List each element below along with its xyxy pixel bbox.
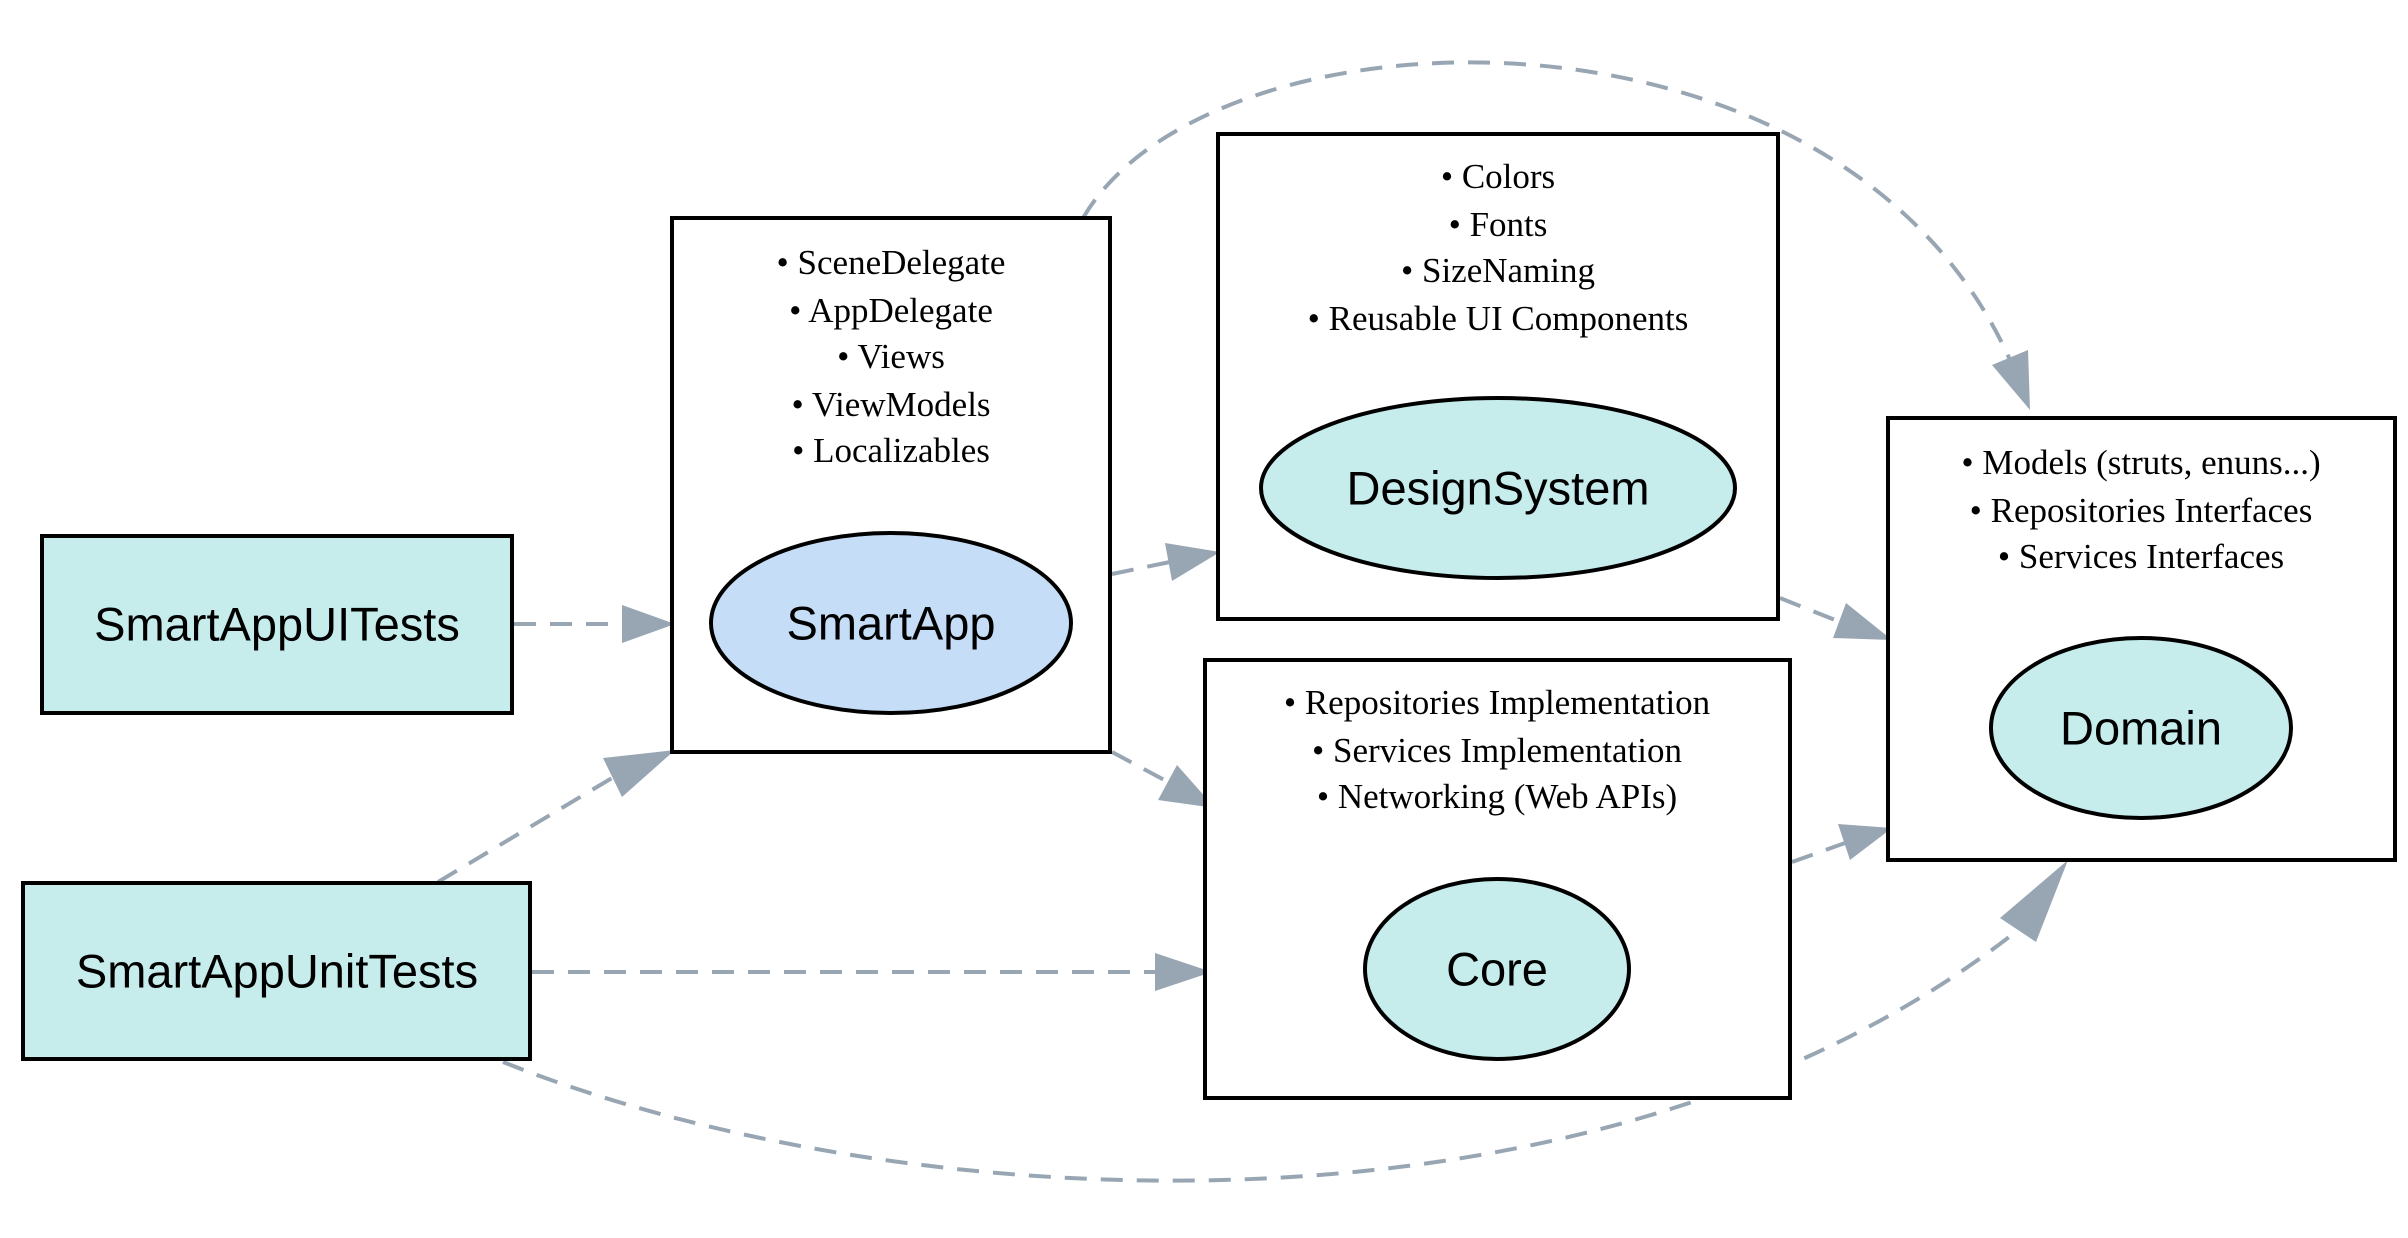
domain-bullet: • Models (struts, enuns...) bbox=[1961, 443, 2320, 482]
domain-node bbox=[1989, 636, 2293, 820]
domain-bullet: • Services Interfaces bbox=[1998, 537, 2284, 576]
module-core: • Repositories Implementation • Services… bbox=[1203, 658, 1792, 1100]
edge-unittests-to-domain bbox=[502, 928, 2020, 1183]
edges bbox=[436, 60, 2068, 1183]
ui-tests-box bbox=[40, 534, 514, 715]
edge-smartapp-to-designsystem bbox=[1111, 560, 1171, 576]
arrowhead-uitests-to-smartapp bbox=[622, 605, 675, 643]
core-bullet: • Repositories Implementation bbox=[1284, 683, 1710, 722]
unit-tests-box bbox=[21, 881, 532, 1061]
core-bullet: • Networking (Web APIs) bbox=[1317, 777, 1677, 816]
edge-designsystem-to-domain bbox=[1779, 596, 1841, 624]
node-unit-tests: SmartAppUnitTests bbox=[21, 881, 532, 1061]
arrowhead-unittests-to-domain bbox=[2000, 860, 2068, 942]
domain-bullet: • Repositories Interfaces bbox=[1970, 491, 2313, 530]
smartapp-bullet: • SceneDelegate bbox=[777, 243, 1006, 282]
arrowhead-smartapp-to-designsystem bbox=[1165, 543, 1220, 581]
core-node bbox=[1363, 877, 1631, 1061]
edge-unittests-to-smartapp bbox=[436, 776, 614, 884]
designsystem-label: DesignSystem bbox=[1347, 462, 1650, 515]
smartapp-label: SmartApp bbox=[787, 597, 996, 650]
arrowhead-unittests-to-core bbox=[1155, 953, 1212, 991]
smartapp-node bbox=[709, 531, 1073, 715]
ui-tests-label: SmartAppUITests bbox=[94, 598, 460, 651]
smartapp-bullet: • Localizables bbox=[792, 431, 990, 470]
core-label: Core bbox=[1446, 943, 1548, 996]
designsystem-bullet: • Colors bbox=[1441, 157, 1555, 196]
smartapp-bullet: • Views bbox=[837, 337, 945, 376]
arrowhead-designsystem-to-domain bbox=[1833, 603, 1892, 640]
core-bullet: • Services Implementation bbox=[1312, 731, 1682, 770]
designsystem-bullet: • SizeNaming bbox=[1401, 251, 1595, 290]
arrowhead-core-to-domain bbox=[1838, 824, 1892, 860]
arrowhead-unittests-to-smartapp bbox=[603, 750, 675, 797]
designsystem-node bbox=[1259, 396, 1737, 580]
node-ui-tests: SmartAppUITests bbox=[40, 534, 514, 715]
domain-label: Domain bbox=[2060, 702, 2222, 755]
edge-core-to-domain bbox=[1791, 841, 1846, 864]
arrowhead-smartapp-to-domain bbox=[1992, 350, 2030, 410]
designsystem-bullet: • Reusable UI Components bbox=[1308, 299, 1689, 338]
arrowhead-smartapp-to-core bbox=[1158, 765, 1215, 808]
edge-smartapp-to-domain bbox=[1081, 60, 2012, 361]
module-smartapp: • SceneDelegate • AppDelegate • Views • … bbox=[670, 216, 1112, 754]
edge-smartapp-to-core bbox=[1111, 750, 1169, 784]
smartapp-bullet: • AppDelegate bbox=[789, 291, 993, 330]
designsystem-bullet: • Fonts bbox=[1449, 205, 1548, 244]
module-designsystem: • Colors • Fonts • SizeNaming • Reusable… bbox=[1216, 132, 1780, 621]
unit-tests-label: SmartAppUnitTests bbox=[76, 945, 478, 998]
smartapp-bullet: • ViewModels bbox=[791, 385, 990, 424]
module-domain: • Models (struts, enuns...) • Repositori… bbox=[1886, 416, 2397, 862]
